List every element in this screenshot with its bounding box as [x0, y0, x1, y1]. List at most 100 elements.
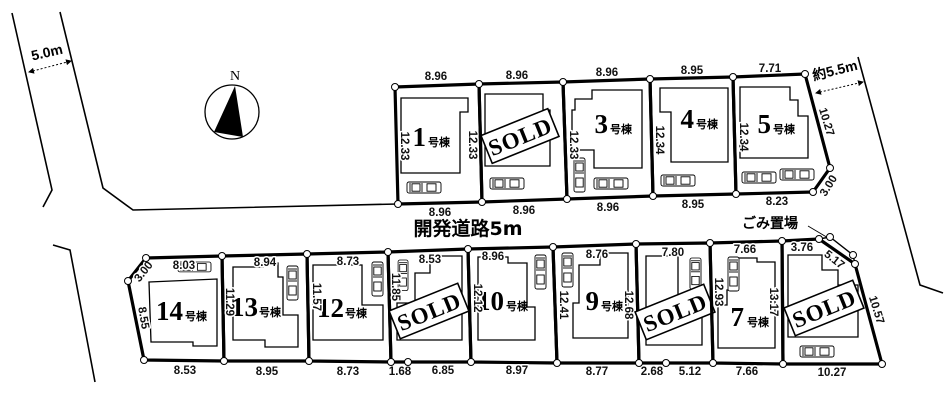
dim-top: 8.95	[681, 65, 704, 77]
lot-suffix: 号棟	[610, 122, 633, 136]
dim-right: 13.17	[767, 288, 779, 317]
car-icon	[561, 252, 574, 288]
dim-left: 11.85	[389, 273, 401, 302]
lot-2: 8.96 8.96 SOLD	[477, 69, 569, 219]
north-label: N	[230, 69, 240, 84]
building-footprint	[484, 93, 551, 167]
dim-bottom: 8.23	[766, 196, 788, 208]
lot-number: 14	[156, 296, 183, 326]
dim-bottom-a: 2.68	[641, 366, 664, 378]
lot-10: 10 号棟 8.96 8.97 12.12	[466, 245, 559, 379]
dim-top: 8.96	[596, 67, 618, 79]
dim-bottom: 8.53	[174, 365, 196, 377]
dim-bottom: 8.96	[513, 205, 535, 217]
lot-suffix: 号棟	[506, 299, 529, 313]
lot-13: 13 号棟 8.94 8.95 11.29	[220, 252, 311, 380]
building-footprint	[572, 252, 629, 339]
dim-top: 8.76	[586, 249, 608, 261]
dim-top: 8.96	[425, 71, 447, 83]
dim-right: 12.68	[622, 291, 634, 320]
building-footprint	[232, 262, 299, 348]
dim-top: 7.71	[759, 63, 782, 75]
lot-number: 12	[317, 293, 344, 323]
building-footprint	[739, 86, 809, 159]
building-footprint	[787, 254, 859, 338]
sold-stamp: SOLD	[634, 283, 716, 341]
dim-bottom: 7.66	[736, 366, 758, 378]
dim-left: 12.34	[653, 126, 665, 155]
dev-road-label: 開発道路5m	[413, 217, 522, 240]
dim-bottom-b: 6.85	[432, 365, 455, 377]
dim-corner: 3.00	[818, 173, 840, 198]
dim-bottom: 8.77	[586, 366, 608, 378]
dim-top: 3.76	[791, 242, 813, 254]
lot-suffix: 号棟	[259, 305, 282, 319]
lot-5: 5 号棟 7.71 8.23 12.34 10.27 3.00	[731, 62, 842, 210]
car-icon	[689, 257, 702, 290]
lot-number: 3	[595, 109, 609, 139]
building-footprint	[312, 264, 384, 341]
dim-left: 12.93	[712, 278, 724, 307]
dim-bottom: 8.73	[337, 366, 359, 378]
east-road-width-label: 約5.5m	[811, 57, 859, 84]
car-icon	[779, 168, 815, 181]
lot-number: 1	[413, 122, 427, 152]
lot-suffix: 号棟	[747, 315, 770, 329]
dim-right: 12.33	[466, 131, 478, 160]
lot-suffix: 号棟	[185, 309, 208, 323]
compass: N	[204, 69, 260, 140]
car-icon	[727, 256, 740, 292]
dim-left: 12.12	[471, 284, 483, 313]
lot-number: 5	[758, 109, 772, 139]
dim-top: 8.03	[173, 260, 195, 272]
lot-8: 7.80 2.68 5.12 SOLD	[634, 241, 716, 380]
dim-bottom: 8.95	[256, 366, 279, 378]
dim-top: 7.66	[734, 244, 756, 256]
car-icon	[660, 174, 696, 187]
lot-number: 9	[586, 286, 600, 316]
car-icon	[593, 177, 629, 190]
dim-top: 7.80	[662, 247, 684, 259]
building-footprint	[659, 87, 729, 163]
dim-left: 12.41	[557, 291, 569, 320]
lot-number: 7	[731, 302, 745, 332]
west-road-width: 5.0m	[28, 41, 72, 74]
vertex-markers	[124, 70, 886, 368]
building-footprint	[477, 256, 536, 341]
lot-number: 13	[231, 292, 258, 322]
dim-bottom-a: 1.68	[389, 366, 412, 378]
car-icon	[489, 177, 525, 190]
dim-bottom: 10.27	[818, 367, 847, 379]
car-icon	[799, 345, 835, 358]
car-icon	[534, 254, 547, 290]
lot-6: 3.76 5.17 10.57 10.27 SOLD	[780, 237, 887, 381]
lot-4: 4 号棟 8.95 8.95 12.34	[648, 64, 738, 213]
lot-suffix: 号棟	[773, 122, 796, 136]
dim-top: 8.96	[482, 251, 504, 263]
car-icon	[286, 265, 299, 301]
dim-left: 12.33	[567, 131, 579, 160]
building-footprint	[148, 278, 218, 347]
building-footprint	[400, 97, 469, 174]
lot-suffix: 号棟	[696, 117, 719, 131]
sold-stamp: SOLD	[479, 107, 561, 165]
dim-bottom: 8.97	[506, 365, 528, 377]
dim-top: 8.94	[254, 257, 277, 269]
lot-3: 3 号棟 8.96 8.96 12.33	[561, 66, 655, 216]
car-icon	[371, 261, 384, 297]
building-footprint	[571, 89, 643, 169]
lot-suffix: 号棟	[428, 135, 451, 149]
dim-left: 11.57	[310, 283, 322, 311]
building-footprint	[717, 257, 776, 349]
lot-7: 7 号棟 7.66 7.66 12.93 13.17	[708, 239, 785, 380]
sold-stamp: SOLD	[783, 279, 865, 337]
road-outlines	[11, 11, 944, 383]
garbage-area-label: ごみ置場	[742, 215, 798, 232]
west-road-width-label: 5.0m	[30, 41, 65, 64]
lot-suffix: 号棟	[345, 306, 368, 320]
car-icon	[741, 171, 777, 184]
dim-bottom: 8.95	[682, 199, 705, 211]
north-arrow-icon	[214, 86, 243, 137]
car-icon	[406, 181, 442, 194]
